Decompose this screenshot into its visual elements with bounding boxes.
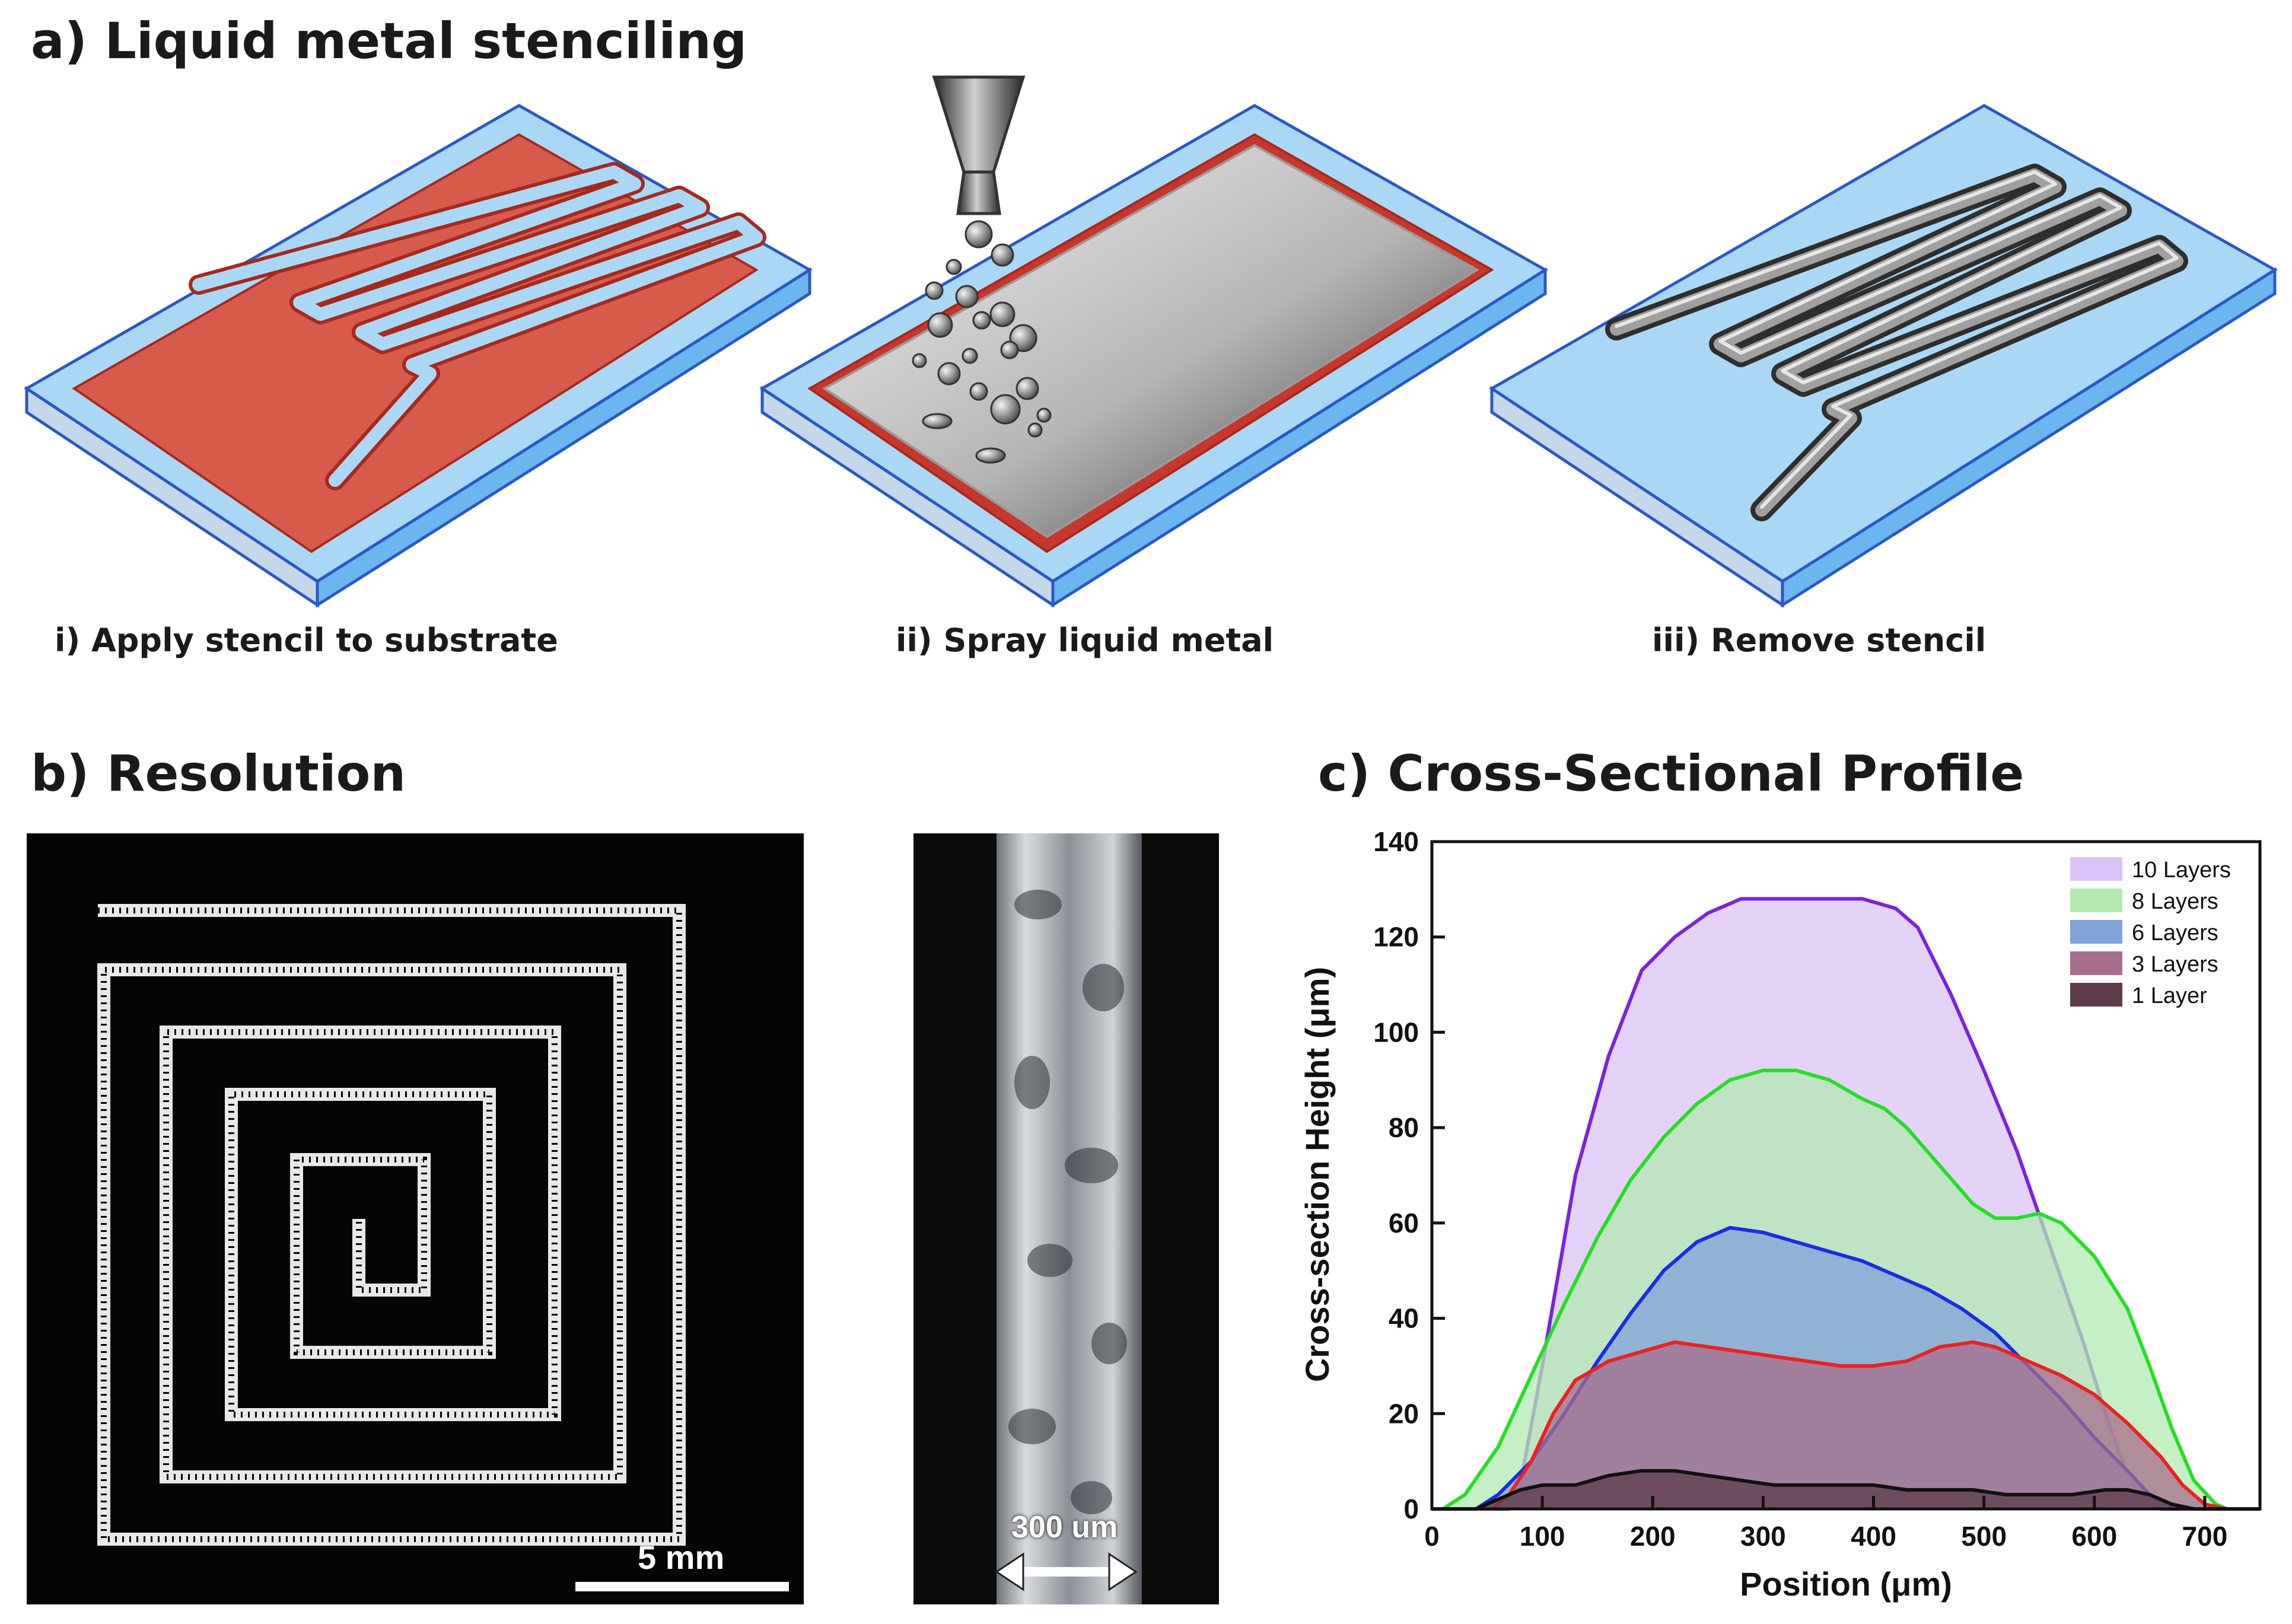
y-tick-label: 40 [1389,1303,1419,1334]
spray-nozzle-icon [932,75,1026,174]
scale-bar-label: 5 mm [638,1539,725,1576]
legend-swatch [2070,920,2122,944]
legend-label: 6 Layers [2132,921,2218,945]
legend-label: 3 Layers [2132,952,2218,977]
x-axis-label: Position (μm) [1740,1565,1952,1603]
double-arrow-icon [995,1552,1138,1591]
trace-closeup-photo: 300 um [913,833,1219,1604]
step-iii-illustration [1489,104,2278,608]
y-tick-label: 0 [1403,1494,1419,1524]
legend-label: 8 Layers [2132,889,2218,914]
y-tick-label: 80 [1389,1112,1419,1143]
panel-a-title: a) Liquid metal stenciling [31,12,747,70]
legend-swatch [2070,983,2122,1007]
x-tick-label: 300 [1740,1521,1786,1552]
x-tick-label: 500 [1961,1521,2007,1552]
step-ii-caption: ii) Spray liquid metal [896,622,1274,659]
legend-swatch [2070,951,2122,975]
cross-section-chart: 0 100 200 300 400 500 600 700 0 20 40 60 80 100 120 140… [1298,826,2262,1603]
step-i-caption: i) Apply stencil to substrate [55,622,558,659]
legend: 10 Layers 8 Layers 6 Layers 3 Layers 1 Layer [2070,857,2231,1008]
line-series-4 [1432,1469,2260,1511]
y-axis-label: Cross-section Height (μm) [1298,967,1336,1382]
y-tick-label: 120 [1373,922,1419,953]
spiral-trace-photo: 5 mm [27,833,804,1604]
legend-swatch [2070,889,2122,912]
x-tick-label: 600 [2071,1521,2117,1552]
line-series-3 [1432,1340,2260,1511]
step-i-illustration [24,104,813,608]
trace-texture [1008,890,1127,1514]
x-tick-label: 100 [1520,1521,1565,1552]
x-tick-label: 700 [2182,1521,2228,1552]
liquid-metal-film [822,144,1479,539]
panel-c-title: c) Cross-Sectional Profile [1318,744,2024,803]
step-ii-illustration [759,75,1548,608]
x-tick-label: 400 [1851,1521,1896,1552]
closeup-scale-label: 300 um [1011,1510,1118,1545]
area-series-3 [1432,1342,2260,1509]
scale-bar [575,1582,789,1591]
step-iii-caption: iii) Remove stencil [1652,622,1987,659]
y-tick-label: 100 [1373,1017,1419,1047]
legend-swatch [2070,857,2122,881]
legend-label: 10 Layers [2132,858,2231,883]
line-series-1 [1432,1068,2260,1511]
trace-strip [997,833,1142,1604]
x-tick-label: 200 [1630,1521,1676,1552]
area-series-4 [1432,1470,2260,1509]
metal-droplets [912,220,1052,464]
spiral-trace [97,904,686,1546]
legend-label: 1 Layer [2132,983,2207,1008]
y-tick-label: 20 [1389,1398,1419,1429]
y-tick-label: 140 [1373,826,1419,857]
x-tick-label: 0 [1424,1521,1440,1552]
panel-b-title: b) Resolution [31,744,406,803]
y-tick-label: 60 [1389,1208,1419,1238]
